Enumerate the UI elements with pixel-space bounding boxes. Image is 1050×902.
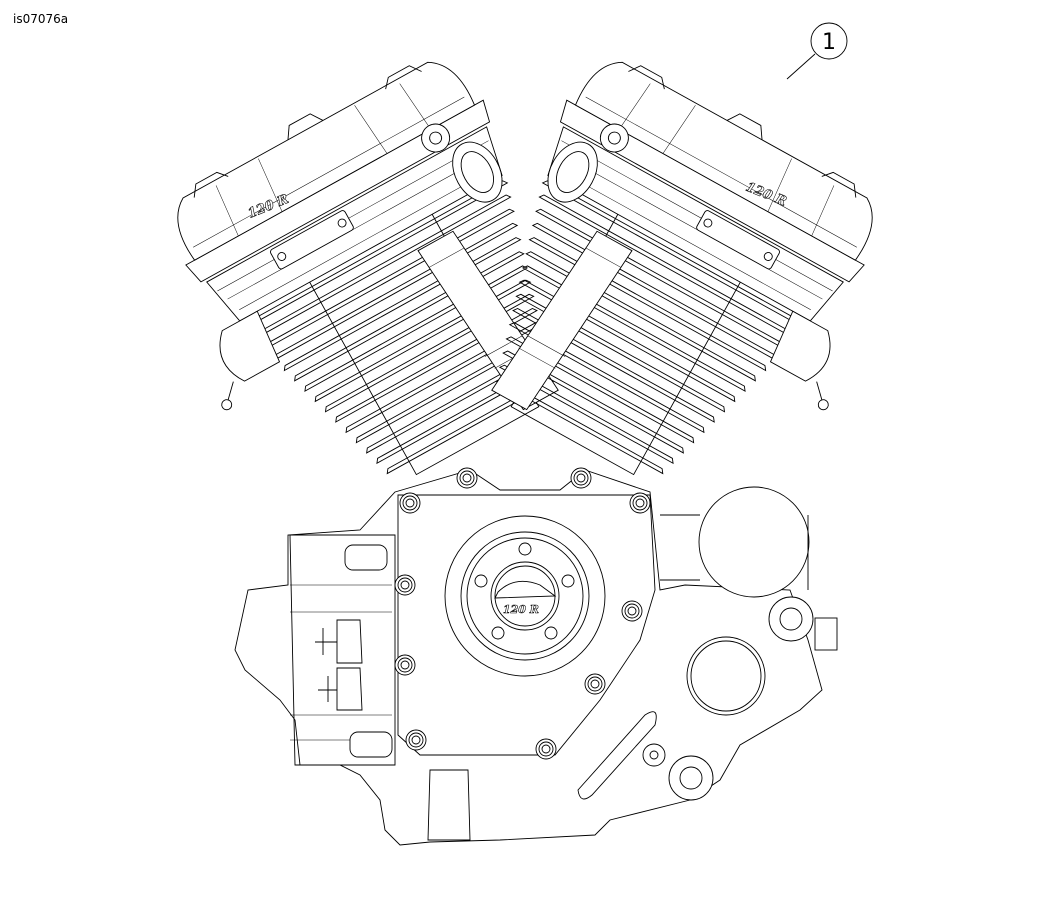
bolt [538, 741, 554, 757]
bolt [400, 660, 410, 670]
bolt [627, 606, 637, 616]
left-cylinder [118, 36, 627, 542]
bolt [405, 498, 415, 508]
bolt [573, 470, 589, 486]
cam-cover-badge: 120 R [503, 603, 539, 616]
bolt [408, 732, 424, 748]
bolt [624, 603, 640, 619]
bolt [541, 744, 551, 754]
bolt [576, 473, 586, 483]
figure-id-label: is07076a [13, 12, 69, 26]
round-cover [698, 486, 810, 598]
callout-1: 1 [786, 22, 848, 80]
bolt [397, 577, 413, 593]
bolt [462, 473, 472, 483]
cam-cover: 120 R [444, 515, 606, 677]
bolt [632, 495, 648, 511]
bolt [459, 470, 475, 486]
bolt [400, 580, 410, 590]
crankcase: 120 R [234, 467, 838, 846]
bolt [397, 657, 413, 673]
right-cylinder [423, 36, 932, 542]
bolt [402, 495, 418, 511]
bolt [590, 679, 600, 689]
callout-number: 1 [822, 30, 836, 55]
bolt [411, 735, 421, 745]
bolt [587, 676, 603, 692]
bolt [635, 498, 645, 508]
